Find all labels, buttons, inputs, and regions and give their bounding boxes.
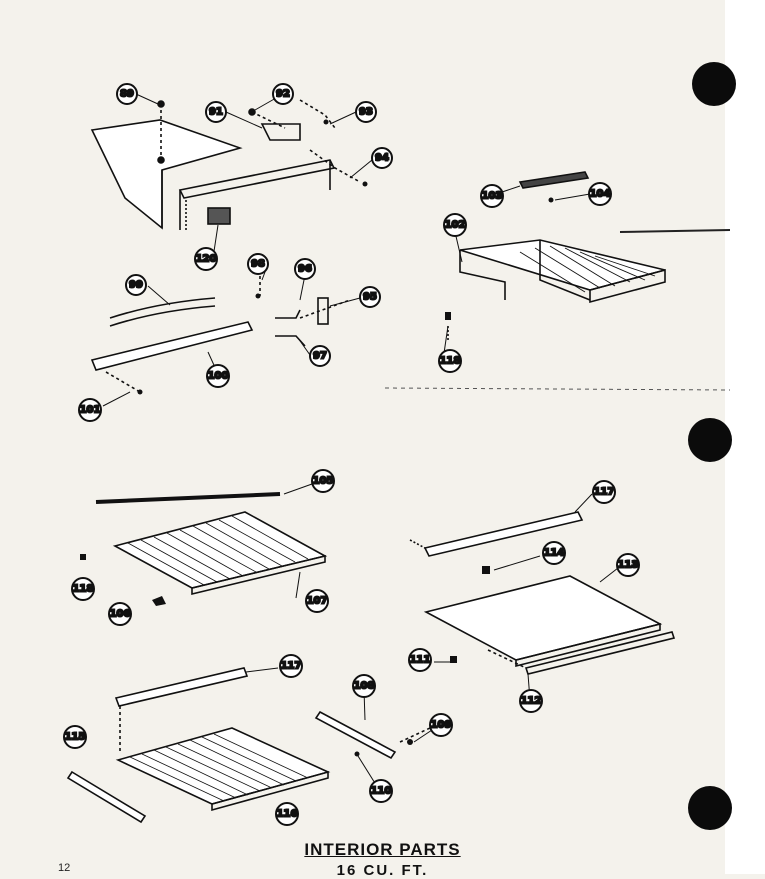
callout-95: 95: [359, 286, 381, 308]
svg-text:114: 114: [544, 548, 565, 559]
part-97: [275, 335, 306, 347]
callout-120: 120: [194, 247, 218, 271]
svg-text:118: 118: [73, 584, 94, 595]
svg-text:117: 117: [594, 487, 615, 498]
callout-118a: 118: [438, 349, 462, 373]
callout-94: 94: [371, 147, 393, 169]
binder-hole-bottom: [688, 786, 732, 830]
svg-text:95: 95: [363, 292, 377, 303]
svg-text:120: 120: [196, 254, 217, 265]
part-strip-117a: [423, 511, 584, 557]
callout-115: 115: [63, 725, 87, 749]
section-divider: [384, 387, 731, 391]
part-wire-shelf-107: [112, 511, 328, 589]
svg-text:105: 105: [313, 476, 334, 487]
svg-text:107: 107: [307, 596, 328, 607]
callout-113: 113: [616, 553, 640, 577]
svg-text:99: 99: [129, 280, 143, 291]
part-drawings: [66, 99, 676, 824]
svg-text:110: 110: [371, 786, 392, 797]
svg-text:93: 93: [359, 107, 373, 118]
callout-105: 105: [311, 469, 335, 493]
callout-108: 108: [352, 674, 376, 698]
svg-text:94: 94: [375, 153, 389, 164]
callout-117a: 117: [592, 480, 616, 504]
page-number: 12: [58, 862, 71, 874]
fasteners: [80, 119, 554, 757]
binder-hole-middle: [688, 418, 732, 462]
callout-117b: 117: [279, 654, 303, 678]
diagram-subtitle: 16 CU. FT.: [336, 862, 429, 879]
svg-text:111: 111: [410, 655, 431, 666]
callout-92: 92: [272, 83, 294, 105]
part-103: [518, 171, 590, 189]
svg-text:97: 97: [313, 351, 327, 362]
svg-text:109: 109: [431, 720, 452, 731]
callout-118b: 118: [71, 577, 95, 601]
svg-text:112: 112: [521, 696, 542, 707]
part-rail-115: [66, 770, 147, 824]
callout-97: 97: [309, 345, 331, 367]
callout-96: 96: [294, 258, 316, 280]
part-clip-120: [207, 207, 231, 225]
part-96: [275, 309, 301, 319]
callout-110: 110: [369, 779, 393, 803]
callout-102: 102: [443, 213, 467, 237]
callout-107: 107: [305, 589, 329, 613]
callout-114: 114: [542, 541, 566, 565]
callout-109: 109: [429, 713, 453, 737]
callout-104: 104: [588, 182, 612, 206]
callout-91: 91: [205, 101, 227, 123]
part-hook-rail: [178, 159, 336, 199]
svg-text:92: 92: [276, 89, 290, 100]
part-rail-108: [314, 710, 397, 760]
svg-text:91: 91: [209, 107, 223, 118]
part-glass-shelf-113: [423, 575, 663, 661]
svg-text:100: 100: [208, 371, 229, 382]
callout-89: 89: [116, 83, 138, 105]
part-trim-112: [524, 631, 676, 675]
svg-text:103: 103: [482, 191, 503, 202]
diagram-title: INTERIOR PARTS: [304, 840, 461, 859]
svg-text:102: 102: [445, 220, 466, 231]
callout-112: 112: [519, 689, 543, 713]
binder-hole-top: [692, 62, 736, 106]
svg-text:101: 101: [80, 405, 101, 416]
callout-99: 99: [125, 274, 147, 296]
svg-text:108: 108: [354, 681, 375, 692]
part-rail-100: [90, 321, 254, 371]
svg-text:89: 89: [120, 89, 134, 100]
part-bracket-91: [260, 123, 301, 141]
callouts: 89 92 91 93 94 120 99 98 96 95 97 100 10…: [63, 83, 640, 826]
svg-text:118: 118: [440, 356, 461, 367]
callout-100: 100: [206, 364, 230, 388]
svg-text:98: 98: [251, 259, 265, 270]
svg-text:113: 113: [618, 560, 639, 571]
svg-text:115: 115: [65, 732, 86, 743]
svg-text:117: 117: [281, 661, 302, 672]
callout-106a: 106: [108, 602, 132, 626]
callout-103: 103: [480, 184, 504, 208]
svg-text:96: 96: [298, 264, 312, 275]
callout-111: 111: [408, 648, 432, 672]
callout-98: 98: [247, 253, 269, 275]
svg-text:106: 106: [110, 609, 131, 620]
svg-text:104: 104: [590, 189, 611, 200]
part-rod-105: [95, 492, 281, 504]
callout-116: 116: [275, 802, 299, 826]
part-strip-117b: [114, 667, 249, 707]
callout-101: 101: [78, 398, 102, 422]
callout-93: 93: [355, 101, 377, 123]
svg-text:116: 116: [277, 809, 298, 820]
